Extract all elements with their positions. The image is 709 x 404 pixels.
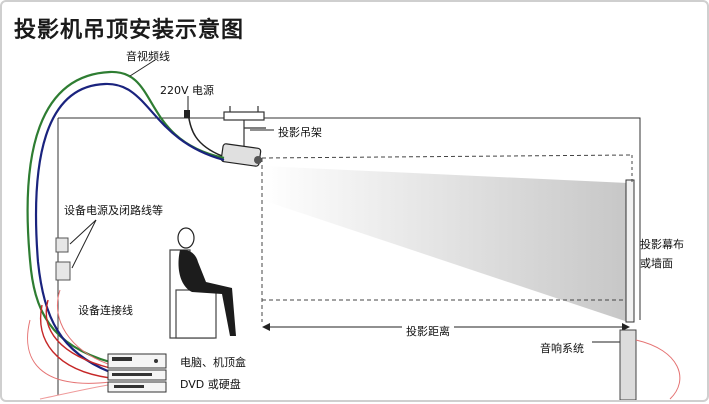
distance-arrow-left-head (262, 323, 270, 331)
label-pc-box: 电脑、机顶盒 (180, 356, 246, 369)
label-power: 220V 电源 (160, 84, 215, 97)
label-sound: 音响系统 (540, 342, 584, 355)
sound-system-speaker (619, 329, 637, 401)
label-screen-line2: 或墙面 (640, 257, 673, 270)
distance-arrow-right-head (622, 323, 630, 331)
ceiling-mount (223, 106, 266, 146)
device-cable-pink (27, 289, 111, 384)
projector (220, 143, 262, 167)
label-device-connect: 设备连接线 (78, 304, 133, 317)
label-distance: 投影距离 (402, 323, 454, 339)
projection-area-dashed (261, 154, 633, 322)
av-cable-blue (34, 82, 225, 374)
label-screen-line1: 投影幕布 (640, 238, 684, 251)
leader-av-cable (129, 59, 156, 77)
page-title: 投影机吊顶安装示意图 (14, 18, 245, 43)
device-cable-lower (39, 384, 109, 400)
av-cable-green (26, 70, 225, 364)
projection-screen (625, 179, 635, 323)
wall-outlet-2 (55, 261, 71, 281)
chair-with-person (169, 227, 236, 339)
wall-outlet-1 (55, 237, 69, 253)
label-device-power: 设备电源及闭路线等 (64, 204, 163, 217)
label-av-cable: 音视频线 (126, 50, 170, 63)
power-cable (187, 111, 223, 157)
leader-device-power-b (71, 219, 97, 269)
label-dvd: DVD 或硬盘 (180, 378, 241, 391)
projection-beam (262, 166, 628, 322)
leader-device-power-a (69, 219, 97, 245)
sound-cable (635, 339, 681, 400)
power-plug (184, 110, 190, 118)
label-mount: 投影吊架 (278, 126, 322, 139)
av-equipment-stack (107, 353, 167, 393)
device-cable-red (40, 299, 111, 379)
